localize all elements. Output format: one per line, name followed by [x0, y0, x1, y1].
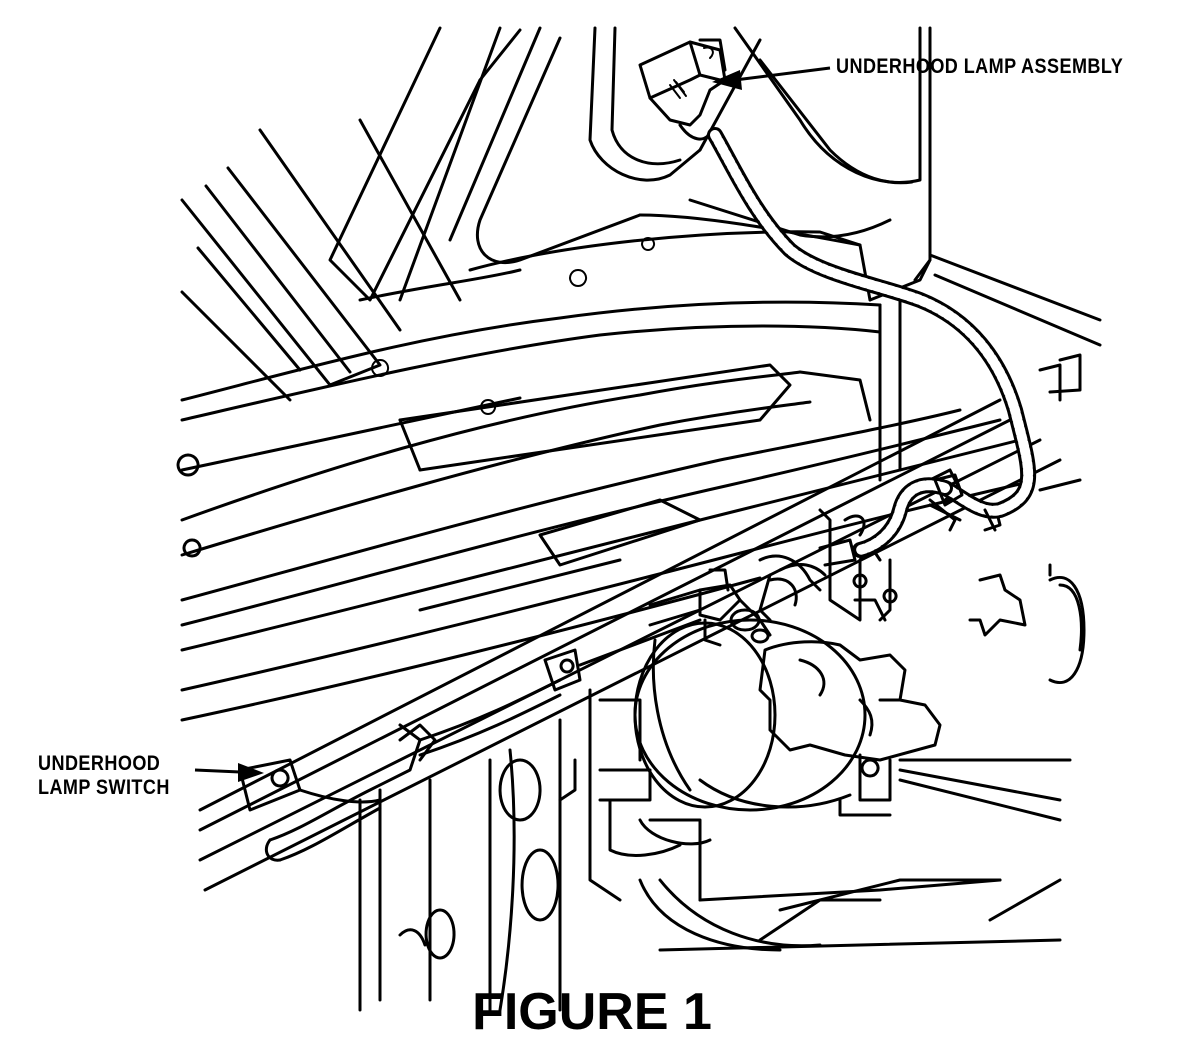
label-underhood-lamp-assembly: UNDERHOOD LAMP ASSEMBLY	[836, 55, 1124, 78]
engine-right-components	[928, 353, 1086, 684]
brake-booster	[633, 618, 942, 817]
underhood-lamp-assembly	[638, 38, 727, 141]
wiring-harness	[707, 127, 1037, 622]
arrow-head-lamp-switch	[238, 763, 264, 782]
lower-body-structure	[358, 688, 1072, 1012]
figure-caption: FIGURE 1	[472, 983, 712, 1041]
arrow-head-lamp-assembly	[712, 70, 742, 90]
hood-inner-panel	[180, 26, 1102, 482]
label-underhood-lamp-switch: UNDERHOOD LAMP SWITCH	[38, 752, 170, 800]
label-lamp-switch-line1: UNDERHOOD	[38, 752, 161, 775]
leader-arrows	[194, 66, 831, 782]
lamp-switch-bracket	[238, 618, 702, 862]
label-lamp-switch-line2: LAMP SWITCH	[38, 776, 170, 799]
